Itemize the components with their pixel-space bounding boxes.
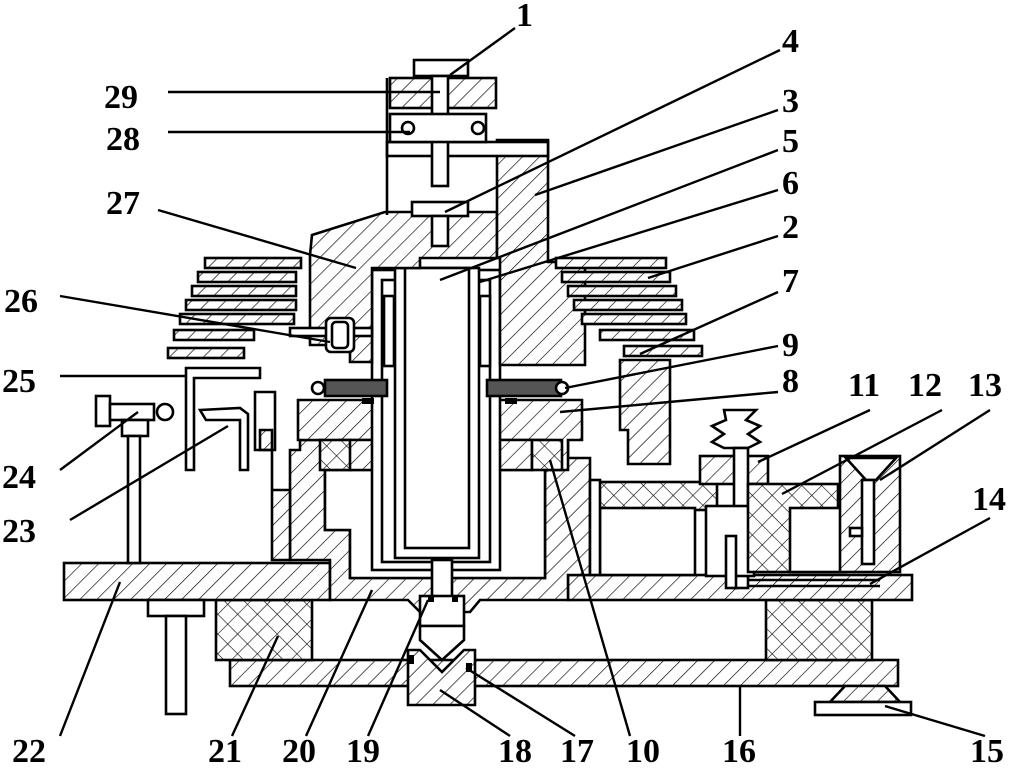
valve-stem [126, 434, 142, 565]
bearing-left [318, 438, 352, 472]
callout-1: 1 [516, 0, 533, 34]
chamber-wall [588, 478, 602, 577]
bolt-shank [164, 614, 188, 716]
nozzle-tip [418, 624, 466, 662]
pipe-25 [184, 366, 262, 472]
callout-27: 27 [106, 185, 140, 222]
spacer-block-21 [214, 598, 314, 662]
callout-26: 26 [4, 283, 38, 320]
coupler-inner [330, 320, 350, 350]
nozzle-block-18 [406, 648, 477, 707]
chamber-left [598, 506, 697, 577]
callout-10: 10 [626, 733, 660, 768]
callout-21: 21 [208, 733, 242, 768]
callout-24: 24 [2, 459, 36, 496]
callout-11: 11 [848, 367, 880, 404]
callout-18: 18 [498, 733, 532, 768]
cooling-fins-left [166, 256, 303, 360]
callout-14: 14 [972, 481, 1006, 518]
callout-19: 19 [346, 733, 380, 768]
cross-bar [385, 140, 550, 158]
fitting-11 [709, 408, 763, 450]
callout-12: 12 [908, 367, 942, 404]
bearing-10 [530, 438, 564, 472]
bolt-head [146, 598, 206, 618]
callout-28: 28 [106, 121, 140, 158]
ring-left [310, 380, 326, 396]
shaft-19 [430, 558, 454, 602]
disk-left [323, 378, 389, 398]
callout-7: 7 [782, 263, 799, 300]
seal-left [362, 398, 374, 404]
callout-3: 3 [782, 83, 799, 120]
foot-pad-15 [813, 700, 913, 717]
callout-23: 23 [2, 513, 36, 550]
callout-6: 6 [782, 165, 799, 202]
funnel-13 [843, 456, 899, 482]
cap-stem [430, 214, 450, 248]
guide-left [382, 294, 396, 368]
funnel-port [848, 526, 864, 538]
chamber-right [788, 506, 848, 574]
callout-29: 29 [104, 79, 138, 116]
valve-knob [94, 394, 112, 428]
leader-lines [58, 27, 991, 738]
callout-16: 16 [722, 733, 756, 768]
callout-17: 17 [560, 733, 594, 768]
seal-19b [452, 596, 458, 602]
callout-13: 13 [968, 367, 1002, 404]
base-plate-16 [228, 658, 900, 688]
callout-22: 22 [12, 733, 46, 768]
spacer-block-right [764, 598, 874, 662]
valve-ring [155, 402, 175, 422]
seal-17a [408, 655, 414, 664]
callout-5: 5 [782, 123, 799, 160]
cylinder-core [403, 266, 471, 550]
bracket-7 [618, 358, 672, 466]
funnel-stem [860, 478, 876, 566]
seal-right [505, 398, 517, 404]
seal-19a [428, 596, 434, 602]
block-12-left [593, 480, 719, 512]
pipe-23-inner [253, 390, 277, 452]
callout-9: 9 [782, 327, 799, 364]
sleeve-pin [724, 534, 738, 590]
foot-15 [826, 684, 904, 704]
callout-25: 25 [2, 363, 36, 400]
roller-right [470, 120, 486, 136]
callout-20: 20 [282, 733, 316, 768]
callout-4: 4 [782, 23, 799, 60]
pipe-23 [197, 406, 250, 472]
callout-2: 2 [782, 209, 799, 246]
callout-8: 8 [782, 363, 799, 400]
support-plate-22 [62, 561, 332, 602]
cooling-fins-right [554, 256, 704, 358]
guide-6 [478, 294, 492, 368]
disk-9 [485, 378, 563, 398]
seal-17 [466, 663, 472, 672]
callout-15: 15 [970, 733, 1004, 768]
